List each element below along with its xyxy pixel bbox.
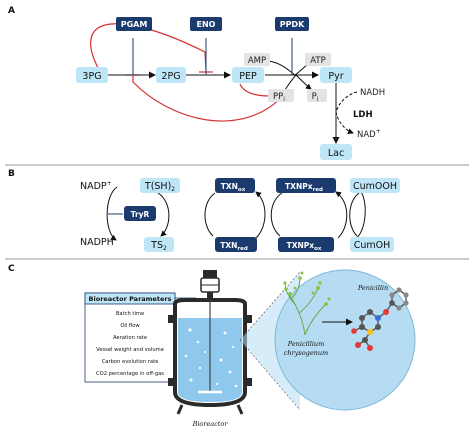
bioreactor-label: Bioreactor — [192, 420, 229, 428]
txn-ox-label: TXNox — [221, 182, 246, 193]
air-bubbles — [184, 328, 238, 388]
zoom-circle — [274, 269, 416, 411]
cycle-txnpx-right-arc — [335, 191, 348, 239]
ldh-label: LDH — [353, 110, 373, 120]
arrow-nad-out — [335, 111, 354, 135]
arrow-nadh-in — [335, 91, 358, 113]
cycle-nadp-arc — [106, 186, 118, 241]
redox-cycles — [106, 186, 366, 241]
txnpx-ox-label: TXNPxox — [287, 241, 322, 252]
pgam-label: PGAM — [121, 20, 148, 29]
nadph-label: NADPH — [80, 237, 114, 248]
txn-ox-box — [215, 178, 255, 193]
pgam-box — [116, 17, 152, 31]
inhibition-arcs — [90, 23, 284, 122]
metabolite-cumooh — [350, 178, 400, 193]
parameter-item: Vessel weight and volume — [96, 347, 164, 353]
txnpx-red-box — [276, 178, 336, 193]
cycle-cum-right-arc — [353, 189, 366, 241]
cycle-tsh-ts2-arc — [157, 192, 170, 237]
nad-label: NAD+ — [357, 128, 381, 140]
cycle-txnpx-left-arc — [270, 192, 283, 237]
organism-label-line2: chrysogenum — [284, 349, 328, 357]
nadh-label: NADH — [360, 88, 385, 98]
metabolite-pep-label: PEP — [239, 71, 257, 82]
parameter-item: Batch time — [116, 311, 144, 317]
parameter-item: Aeration rate — [113, 335, 147, 341]
metabolite-pep — [232, 67, 264, 83]
metabolite-2pg-label: 2PG — [161, 71, 180, 82]
eno-box — [190, 17, 222, 31]
panel-label-a: A — [8, 6, 15, 16]
panel-label-b: B — [8, 169, 15, 179]
ppdk-label: PPDK — [280, 20, 305, 29]
parameter-item: Carbon evolution rate — [102, 359, 159, 365]
metabolite-tsh2 — [140, 178, 180, 193]
metabolite-pyr-label: Pyr — [328, 71, 343, 82]
txn-red-label: TXNred — [220, 241, 248, 252]
bioreactor-vessel — [168, 270, 252, 415]
penicillium-spores — [283, 271, 331, 306]
parameter-item: CO2 percentage in off-gas — [96, 371, 164, 377]
penicillin-molecule-icon — [351, 287, 409, 351]
parameters-box — [84, 292, 176, 383]
metabolite-ts2 — [144, 237, 174, 252]
arrow-pi-out — [295, 74, 312, 90]
organism-label-line1: Penicillium — [287, 340, 325, 348]
product-label: Penicillin — [357, 284, 388, 292]
cofactor-amp-label: AMP — [248, 56, 266, 66]
metabolite-3pg — [76, 67, 108, 83]
cycle-txn-left-arc — [204, 192, 216, 237]
inhibition-arc-pep-ppi — [239, 83, 270, 97]
motor-top — [203, 270, 217, 278]
panel-label-c: C — [8, 264, 15, 274]
arrow-amp-in — [267, 60, 296, 76]
parameters-title: Bioreactor Parameters — [89, 295, 172, 303]
parameters-header — [84, 292, 176, 305]
metabolite-lac — [320, 144, 352, 160]
eno-label: ENO — [197, 20, 216, 29]
arrow-ppi-in — [283, 74, 297, 92]
cycle-cum-left-arc — [349, 192, 360, 237]
cofactor-atp-label: ATP — [310, 56, 325, 66]
cofactor-amp — [244, 53, 270, 66]
tryr-box — [124, 206, 156, 221]
inhibition-arc-3pg-eno — [90, 23, 207, 71]
metabolite-pyr — [320, 67, 352, 83]
metabolite-3pg-label: 3PG — [82, 71, 101, 82]
txnpx-ox-box — [278, 237, 334, 252]
metabolite-lac-label: Lac — [328, 148, 344, 159]
cofactor-atp — [305, 53, 331, 66]
cycle-txn-right-arc — [255, 191, 266, 239]
cofactor-pi-label: Pi — [312, 92, 319, 103]
cofactor-ppi — [268, 89, 294, 102]
metabolite-2pg — [156, 67, 186, 83]
vessel-wall — [173, 298, 247, 408]
ppdk-box — [275, 17, 309, 31]
metabolite-tsh2-label: T(SH)2 — [144, 181, 175, 193]
metabolite-ts2-label: TS2 — [150, 240, 167, 252]
parameter-item: Oil flow — [120, 323, 140, 329]
inhibition-arc-ppi-pgam — [132, 76, 284, 122]
metabolite-cumooh-label: CumOOH — [353, 181, 397, 192]
txn-red-box — [215, 237, 257, 252]
cofactor-pi — [307, 89, 327, 102]
cofactor-ppi-label: PPi — [273, 92, 285, 103]
tryr-label: TryR — [131, 210, 150, 219]
metabolite-cumoh-label: CumOH — [354, 240, 391, 251]
nadp-label: NADP+ — [80, 180, 112, 192]
metabolite-cumoh — [350, 237, 394, 252]
txnpx-red-label: TXNPxred — [285, 182, 323, 193]
